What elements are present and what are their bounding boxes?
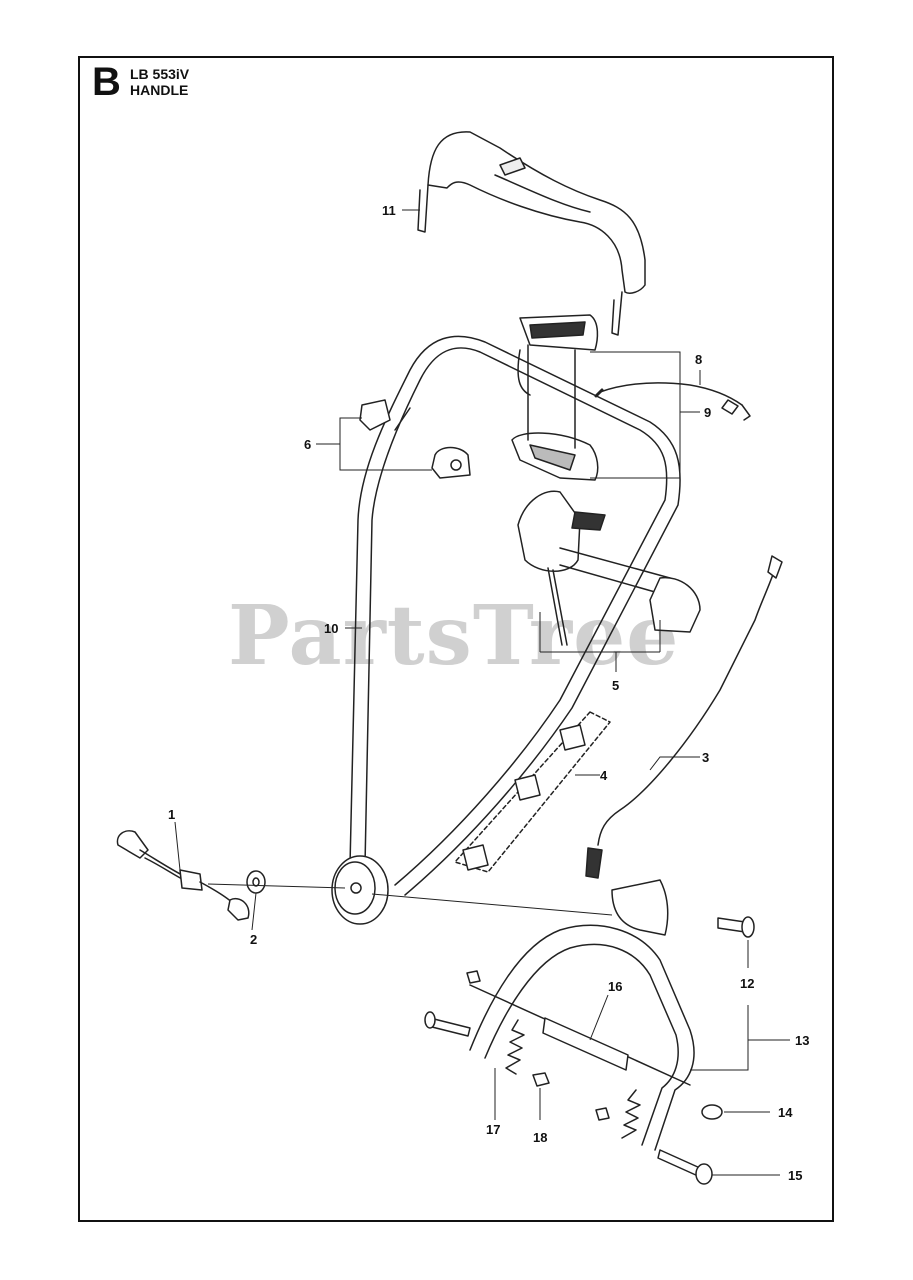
clip-set[interactable] (454, 711, 611, 873)
upper-grip-handle[interactable] (417, 131, 646, 336)
section-letter: B (92, 60, 121, 104)
wire-harness[interactable] (594, 382, 751, 421)
title-block: LB 553iV HANDLE (130, 66, 189, 98)
callout-9: 9 (704, 405, 711, 420)
callout-13: 13 (795, 1033, 809, 1048)
control-assembly[interactable] (517, 490, 701, 646)
callout-6: 6 (304, 437, 311, 452)
watermark: PartsTree (228, 588, 680, 684)
callout-11: 11 (382, 203, 396, 218)
drawing-frame (78, 56, 834, 1222)
display-console[interactable] (511, 314, 599, 481)
pivot-disc (331, 855, 389, 925)
callout-labels: 1 2 3 4 5 6 8 9 10 11 12 13 14 15 16 17 … (168, 203, 809, 1183)
callout-8: 8 (695, 352, 702, 367)
callout-15: 15 (788, 1168, 802, 1183)
callout-17: 17 (486, 1122, 500, 1137)
washer[interactable] (246, 870, 266, 894)
callout-3: 3 (702, 750, 709, 765)
section-title: HANDLE (130, 82, 189, 98)
callout-18: 18 (533, 1130, 547, 1145)
callout-14: 14 (778, 1105, 793, 1120)
cable[interactable] (585, 555, 783, 879)
lower-handle-assembly[interactable] (469, 879, 695, 1151)
callout-5: 5 (612, 678, 619, 693)
leader-lines (174, 209, 790, 1176)
main-handle-frame[interactable] (349, 335, 681, 896)
bolts[interactable] (424, 916, 755, 1185)
callout-4: 4 (600, 768, 608, 783)
model-name: LB 553iV (130, 66, 190, 82)
callout-10: 10 (324, 621, 338, 636)
brackets[interactable] (359, 399, 471, 479)
springs-and-nuts[interactable] (466, 970, 641, 1139)
callout-2: 2 (250, 932, 257, 947)
callout-1: 1 (168, 807, 175, 822)
callout-16: 16 (608, 979, 622, 994)
adjustment-lever[interactable] (116, 830, 250, 921)
callout-12: 12 (740, 976, 754, 991)
